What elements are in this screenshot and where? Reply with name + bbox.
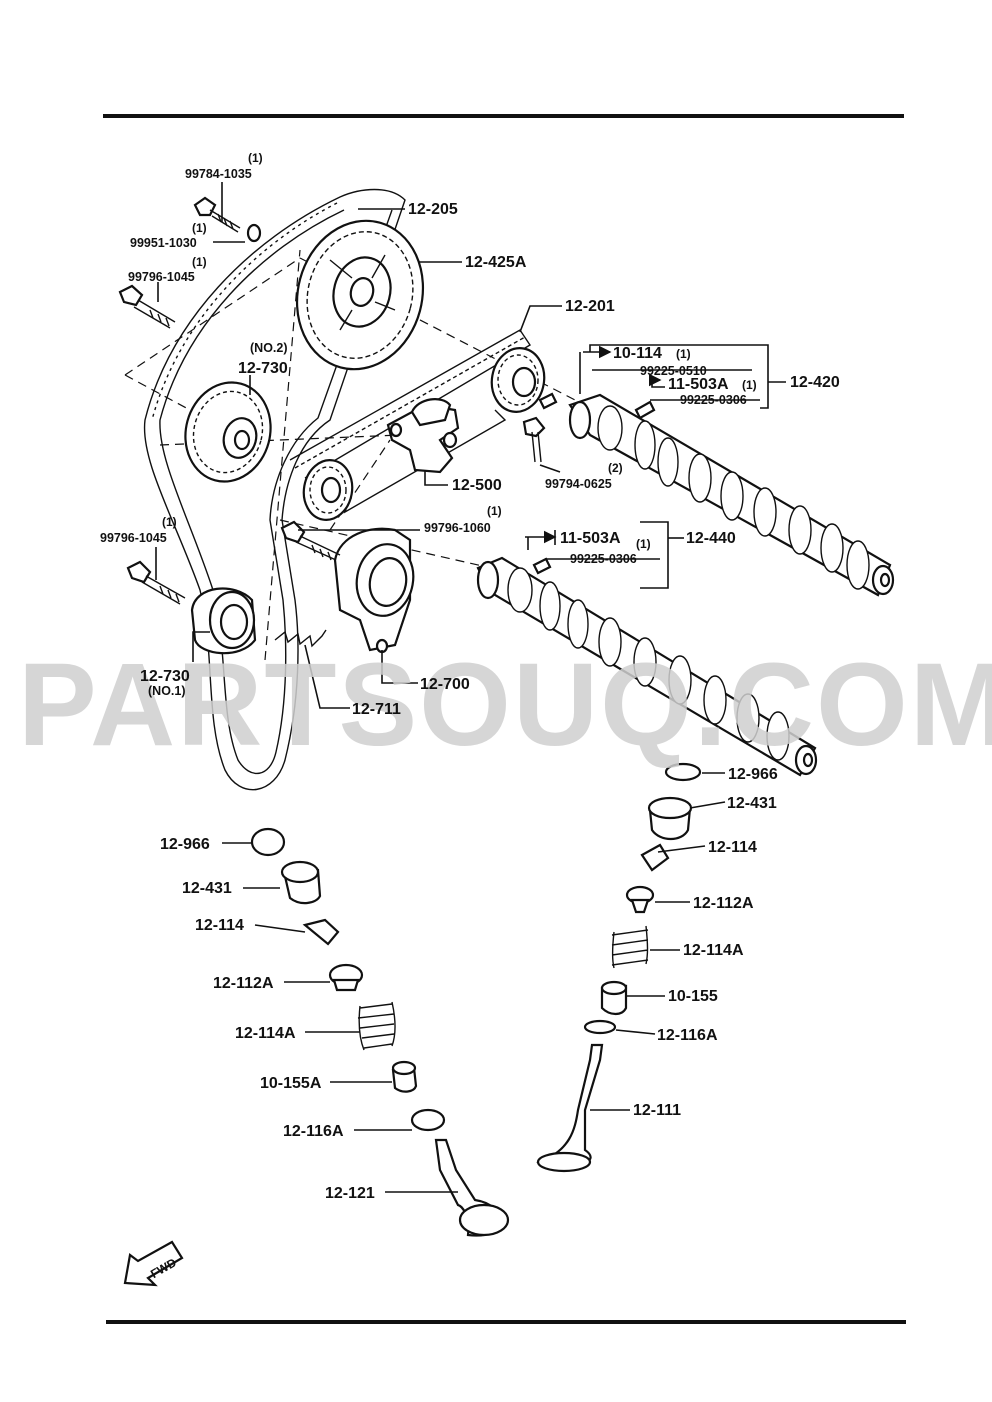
label-99951-1030: 99951-1030 <box>130 236 197 250</box>
intake-sprocket <box>490 347 546 413</box>
label-12-114a-right: 12-114A <box>683 942 744 959</box>
label-10-114-qty: (1) <box>676 347 691 361</box>
label-99796-1045-left: 99796-1045 <box>100 531 167 545</box>
label-99225-0306-mid: 99225-0306 <box>570 552 637 566</box>
exhaust-sprocket <box>302 459 354 521</box>
label-99225-0510: 99225-0510 <box>640 364 707 378</box>
label-12-425a: 12-425A <box>465 254 527 271</box>
label-99796-1045-top-qty: (1) <box>192 255 207 269</box>
intake-camshaft <box>568 393 895 597</box>
label-12-116a-left: 12-116A <box>283 1123 344 1140</box>
label-no2: (NO.2) <box>250 341 288 355</box>
label-99784-1035-qty: (1) <box>248 151 263 165</box>
fwd-arrow: FWD <box>123 1240 184 1287</box>
label-12-116a-right: 12-116A <box>657 1027 718 1044</box>
label-12-500: 12-500 <box>452 477 502 494</box>
leader-lines <box>155 182 726 1193</box>
idler-pulley-no2 <box>184 381 272 483</box>
label-99796-1045-top: 99796-1045 <box>128 270 195 284</box>
belt-tensioner <box>333 527 415 654</box>
pins <box>532 392 656 575</box>
part-labels: 12-205 12-425A 12-201 10-114 (1) 99225-0… <box>100 151 840 1202</box>
label-99794-0625: 99794-0625 <box>545 477 612 491</box>
label-11-503a-top: 11-503A <box>668 376 729 393</box>
label-12-431-left: 12-431 <box>182 880 232 897</box>
bolt-99796-1045-left <box>126 560 186 605</box>
chain-tensioner <box>386 398 460 474</box>
bracket-12-420 <box>583 344 786 409</box>
label-12-440: 12-440 <box>686 530 736 547</box>
exhaust-camshaft <box>476 556 818 777</box>
camshaft-pulley <box>295 219 425 371</box>
bracket-12-440 <box>525 521 684 589</box>
label-12-431-right: 12-431 <box>727 795 777 812</box>
label-12-966-left: 12-966 <box>160 836 210 853</box>
label-12-114a-left: 12-114A <box>235 1025 296 1042</box>
label-12-201: 12-201 <box>565 298 615 315</box>
label-99225-0306-top: 99225-0306 <box>680 393 747 407</box>
label-99796-1060-qty: (1) <box>487 504 502 518</box>
tensioner-spring <box>274 629 327 648</box>
label-99951-1030-qty: (1) <box>192 221 207 235</box>
idler-pulley-no1 <box>190 587 257 655</box>
label-99784-1035: 99784-1035 <box>185 167 252 181</box>
label-11-503a-top-qty: (1) <box>742 378 757 392</box>
label-11-503a-mid: 11-503A <box>560 530 621 547</box>
label-99796-1045-left-qty: (1) <box>162 515 177 529</box>
label-12-966-right: 12-966 <box>728 766 778 783</box>
bolt-99794-0625 <box>522 416 546 463</box>
label-12-205: 12-205 <box>408 201 458 218</box>
label-11-503a-mid-qty: (1) <box>636 537 651 551</box>
label-12-730-bottom: 12-730 <box>140 668 190 685</box>
label-12-121: 12-121 <box>325 1185 375 1202</box>
label-12-700: 12-700 <box>420 676 470 693</box>
label-12-112a-right: 12-112A <box>693 895 754 912</box>
label-12-711: 12-711 <box>352 701 401 718</box>
label-12-114-right: 12-114 <box>708 839 757 856</box>
label-12-420: 12-420 <box>790 374 840 391</box>
watermark: PARTSOUQ.COM <box>18 639 992 771</box>
right-valve-train <box>536 762 702 1173</box>
left-valve-train <box>250 827 510 1237</box>
label-no1: (NO.1) <box>148 684 186 698</box>
label-10-155-right: 10-155 <box>668 988 718 1005</box>
label-12-730-top: 12-730 <box>238 360 288 377</box>
washer-99951-1030 <box>246 223 262 243</box>
label-12-111: 12-111 <box>633 1102 681 1119</box>
label-12-114-left: 12-114 <box>195 917 244 934</box>
bolt-99796-1060 <box>280 520 341 561</box>
label-99796-1060: 99796-1060 <box>424 521 491 535</box>
bolt-99796-1045-top <box>118 284 176 329</box>
label-99794-0625-qty: (2) <box>608 461 623 475</box>
label-10-155a-left: 10-155A <box>260 1075 322 1092</box>
label-12-112a-left: 12-112A <box>213 975 274 992</box>
label-10-114: 10-114 <box>613 345 662 362</box>
bolt-99784-1035 <box>193 196 241 233</box>
